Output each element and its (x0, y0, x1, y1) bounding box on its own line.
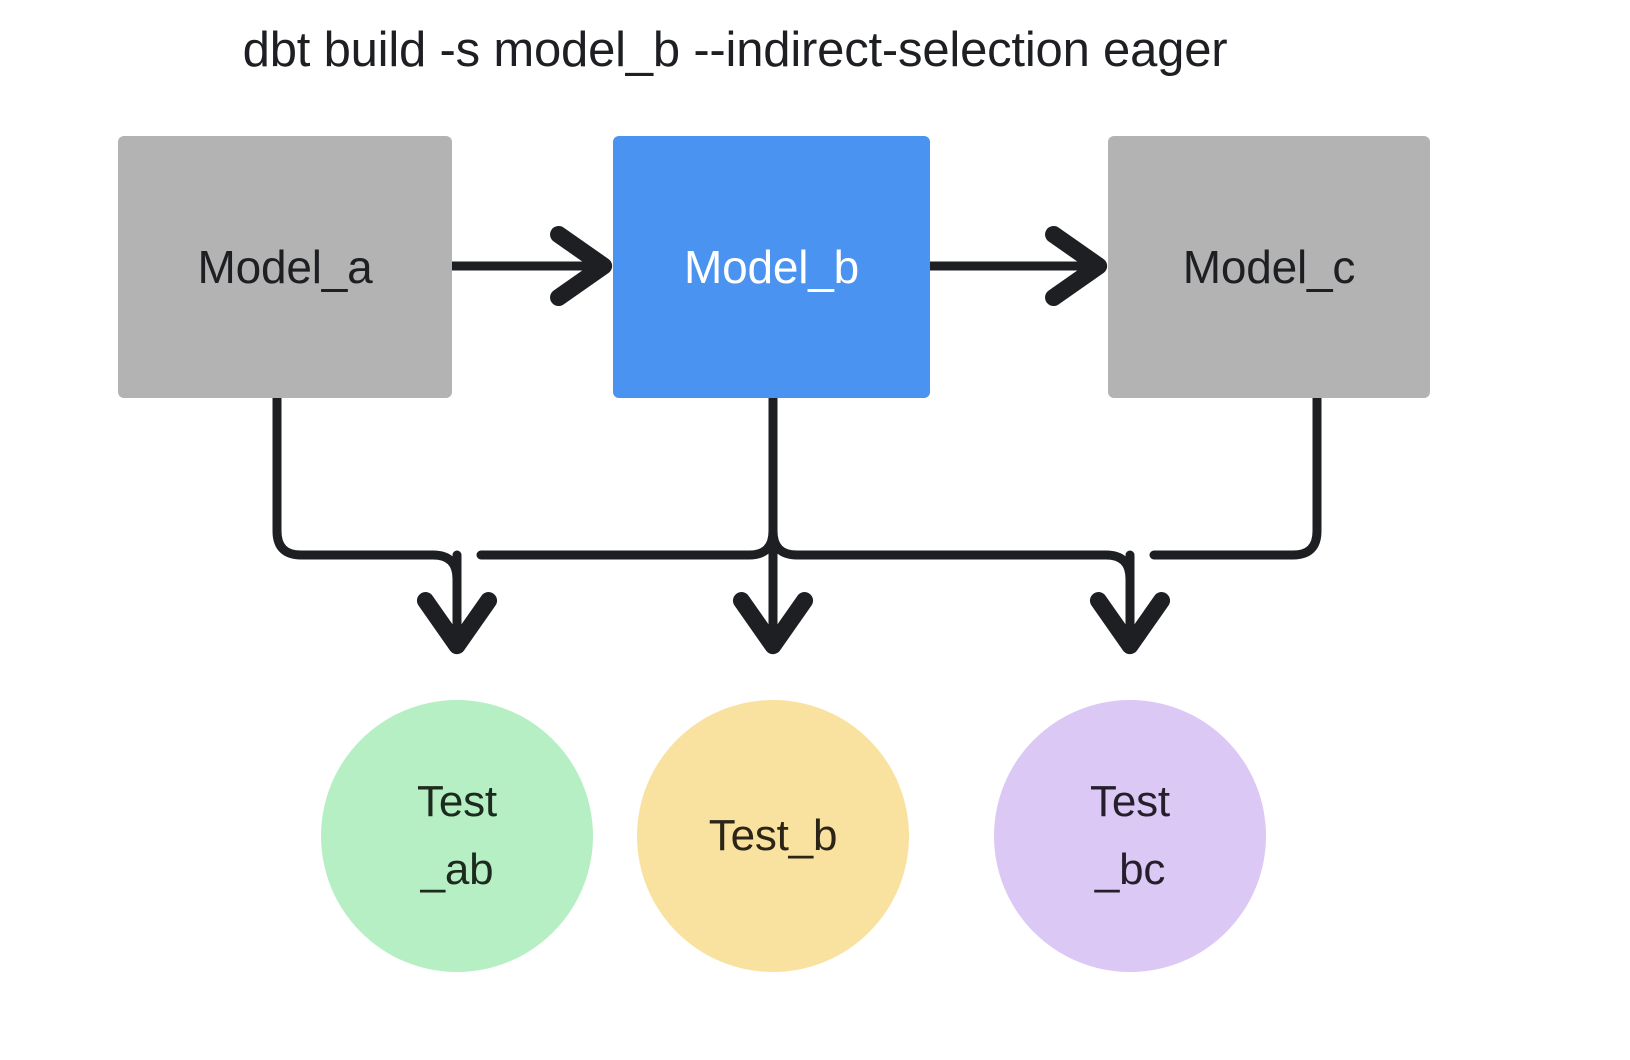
node-model-c-label: Model_c (1182, 240, 1356, 293)
node-model-b-label: Model_b (683, 240, 860, 293)
node-test-bc[interactable]: Test _bc (994, 700, 1266, 972)
node-model-b[interactable]: Model_b (613, 136, 930, 398)
edge-model-c-to-bus (1149, 393, 1322, 560)
node-model-c[interactable]: Model_c (1108, 136, 1430, 398)
node-model-a-label: Model_a (197, 240, 373, 293)
edge-bus-right (768, 526, 1135, 584)
node-test-b-label-line1: Test_b (708, 810, 838, 860)
node-test-b[interactable]: Test_b (637, 700, 909, 972)
page-title: dbt build -s model_b --indirect-selectio… (242, 23, 1228, 77)
edge-bus-left (476, 526, 778, 560)
node-model-a[interactable]: Model_a (118, 136, 452, 398)
node-test-ab[interactable]: Test _ab (321, 700, 593, 972)
node-test-ab-label-line2: _ab (420, 845, 494, 894)
node-test-bc-label-line1: Test (1090, 776, 1170, 826)
edge-model-a-to-bus (272, 393, 462, 584)
node-test-ab-label-line1: Test (417, 776, 497, 826)
node-test-bc-label-line2: _bc (1094, 845, 1166, 894)
